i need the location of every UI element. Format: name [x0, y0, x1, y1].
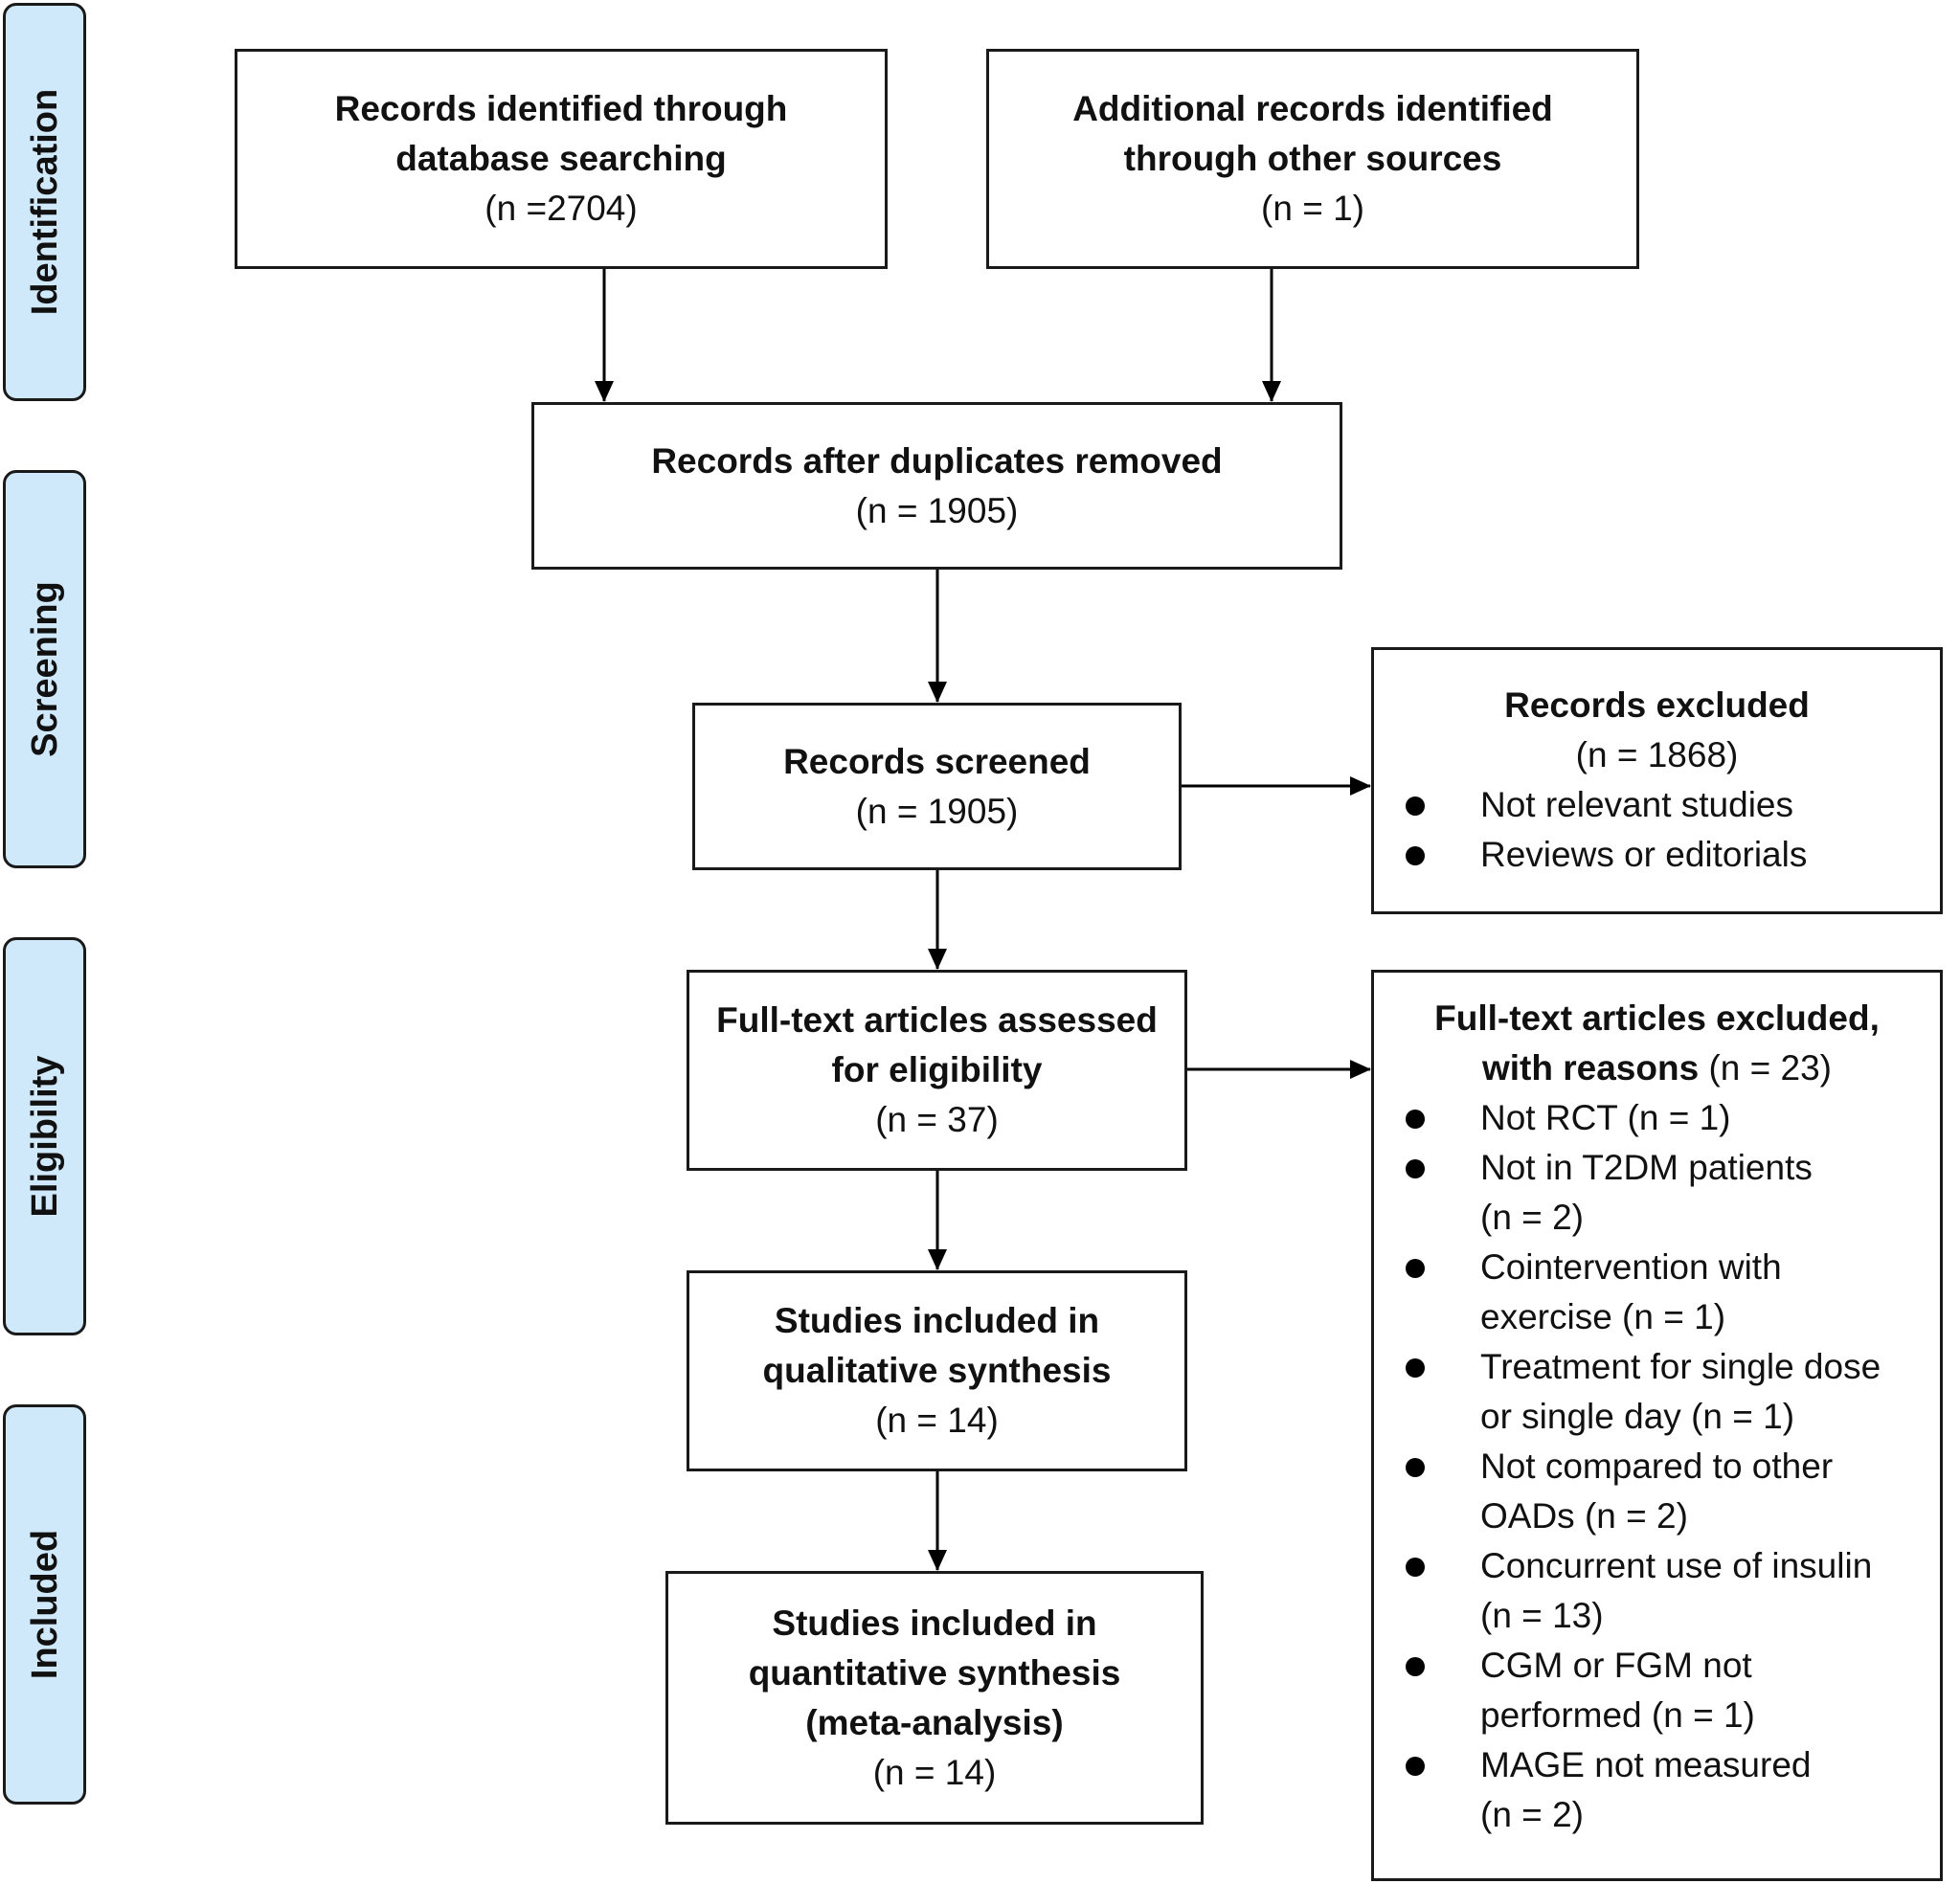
exclusion-reason-item: CGM or FGM not performed (n = 1)	[1374, 1641, 1940, 1740]
box-title-line: Full-text articles assessed	[716, 1000, 1158, 1040]
stage-eligibility: Eligibility	[3, 937, 86, 1335]
box-count: (n = 1905)	[855, 490, 1019, 530]
arrowhead-down	[1262, 381, 1281, 402]
box-title-line: Studies included in	[774, 1301, 1100, 1340]
full-text-excluded-title: Full-text articles excluded,	[1434, 998, 1880, 1038]
bullet-icon	[1406, 796, 1425, 816]
exclusion-reason-line: MAGE not measured	[1480, 1745, 1812, 1784]
exclusion-reason-line: (n = 2)	[1480, 1198, 1584, 1237]
box-title-line: Records identified through	[334, 89, 788, 128]
box-count: (n = 14)	[875, 1401, 999, 1440]
box-title-line: Studies included in	[772, 1603, 1097, 1643]
stage-included: Included	[3, 1404, 86, 1805]
bullet-icon	[1406, 846, 1425, 865]
box-qualitative-synthesis: Studies included in qualitative synthesi…	[687, 1270, 1187, 1471]
exclusion-reason-line: Concurrent use of insulin	[1480, 1546, 1873, 1585]
box-quantitative-synthesis: Studies included in quantitative synthes…	[665, 1571, 1204, 1825]
box-title-line: for eligibility	[831, 1050, 1043, 1089]
box-count: (n = 1905)	[855, 791, 1019, 831]
records-excluded-title: Records excluded	[1504, 685, 1810, 725]
exclusion-reason-line: Not compared to other	[1480, 1447, 1834, 1486]
arrowhead-right	[1350, 776, 1371, 796]
stage-screening: Screening	[3, 470, 86, 868]
exclusion-reason-line: Not in T2DM patients	[1480, 1148, 1813, 1187]
box-count: (n =2704)	[484, 189, 638, 228]
exclusion-reason-item: Reviews or editorials	[1374, 830, 1940, 880]
bullet-icon	[1406, 1259, 1425, 1278]
bullet-icon	[1406, 1159, 1425, 1178]
exclusion-reason-line: Not relevant studies	[1480, 785, 1794, 824]
box-title-line: through other sources	[1123, 139, 1502, 178]
arrowhead-right	[1350, 1060, 1371, 1079]
records-excluded-count: (n = 1868)	[1575, 735, 1739, 774]
bullet-icon	[1406, 1657, 1425, 1676]
box-title-line: Records after duplicates removed	[651, 440, 1223, 481]
bullet-icon	[1406, 1757, 1425, 1776]
arrowhead-down	[595, 381, 614, 402]
box-records-screened: Records screened (n = 1905)	[692, 703, 1182, 870]
box-title-line: Additional records identified	[1072, 89, 1553, 128]
box-title-line: qualitative synthesis	[762, 1351, 1112, 1390]
box-full-text-assessed: Full-text articles assessed for eligibil…	[687, 970, 1187, 1171]
bullet-icon	[1406, 1110, 1425, 1129]
box-after-duplicates: Records after duplicates removed (n = 19…	[531, 402, 1342, 570]
exclusion-reason-line: Reviews or editorials	[1480, 835, 1808, 874]
bullet-icon	[1406, 1458, 1425, 1477]
exclusion-reason-item: Not in T2DM patients (n = 2)	[1374, 1143, 1940, 1243]
full-text-excluded-subtitle: with reasons (n = 23)	[1481, 1048, 1832, 1088]
exclusion-reason-line: Treatment for single dose	[1480, 1347, 1881, 1386]
exclusion-reason-line: exercise (n = 1)	[1480, 1297, 1726, 1336]
exclusion-reason-line: (n = 2)	[1480, 1795, 1584, 1834]
exclusion-reason-item: Not relevant studies	[1374, 780, 1940, 830]
arrowhead-down	[928, 682, 947, 703]
box-title-line: quantitative synthesis	[748, 1652, 1121, 1693]
exclusion-reason-line: or single day (n = 1)	[1480, 1397, 1795, 1436]
exclusion-reason-line: performed (n = 1)	[1480, 1695, 1755, 1735]
box-database-searching: Records identified through database sear…	[235, 49, 888, 269]
bullet-icon	[1406, 1558, 1425, 1577]
exclusion-reason-line: (n = 13)	[1480, 1596, 1604, 1635]
exclusion-reason-line: Cointervention with	[1480, 1247, 1782, 1287]
arrowhead-down	[928, 1249, 947, 1270]
exclusion-reason-line: CGM or FGM not	[1480, 1646, 1752, 1685]
box-other-sources: Additional records identified through ot…	[986, 49, 1639, 269]
box-title-line: database searching	[395, 139, 727, 178]
box-records-excluded: Records excluded (n = 1868) Not relevant…	[1371, 647, 1943, 914]
box-count: (n = 1)	[1261, 189, 1364, 228]
box-title-line: Records screened	[783, 741, 1091, 781]
exclusion-reason-line: OADs (n = 2)	[1480, 1496, 1688, 1536]
box-full-text-excluded: Full-text articles excluded, with reason…	[1371, 970, 1943, 1881]
arrowhead-down	[928, 949, 947, 970]
arrowhead-down	[928, 1550, 947, 1571]
exclusion-reason-line: Not RCT (n = 1)	[1480, 1098, 1731, 1137]
bullet-icon	[1406, 1358, 1425, 1378]
box-title-line: (meta-analysis)	[805, 1702, 1064, 1742]
exclusion-reason-item: MAGE not measured (n = 2)	[1374, 1740, 1940, 1840]
exclusion-reason-item: Concurrent use of insulin (n = 13)	[1374, 1541, 1940, 1641]
exclusion-reason-item: Not RCT (n = 1)	[1374, 1093, 1940, 1143]
exclusion-reason-item: Treatment for single dose or single day (…	[1374, 1342, 1940, 1442]
full-text-excluded-list: Not RCT (n = 1) Not in T2DM patients (n = …	[1374, 1093, 1940, 1840]
stage-identification: Identification	[3, 3, 86, 401]
box-count: (n = 37)	[875, 1100, 999, 1139]
box-count: (n = 14)	[872, 1752, 997, 1792]
exclusion-reason-item: Cointervention with exercise (n = 1)	[1374, 1243, 1940, 1342]
